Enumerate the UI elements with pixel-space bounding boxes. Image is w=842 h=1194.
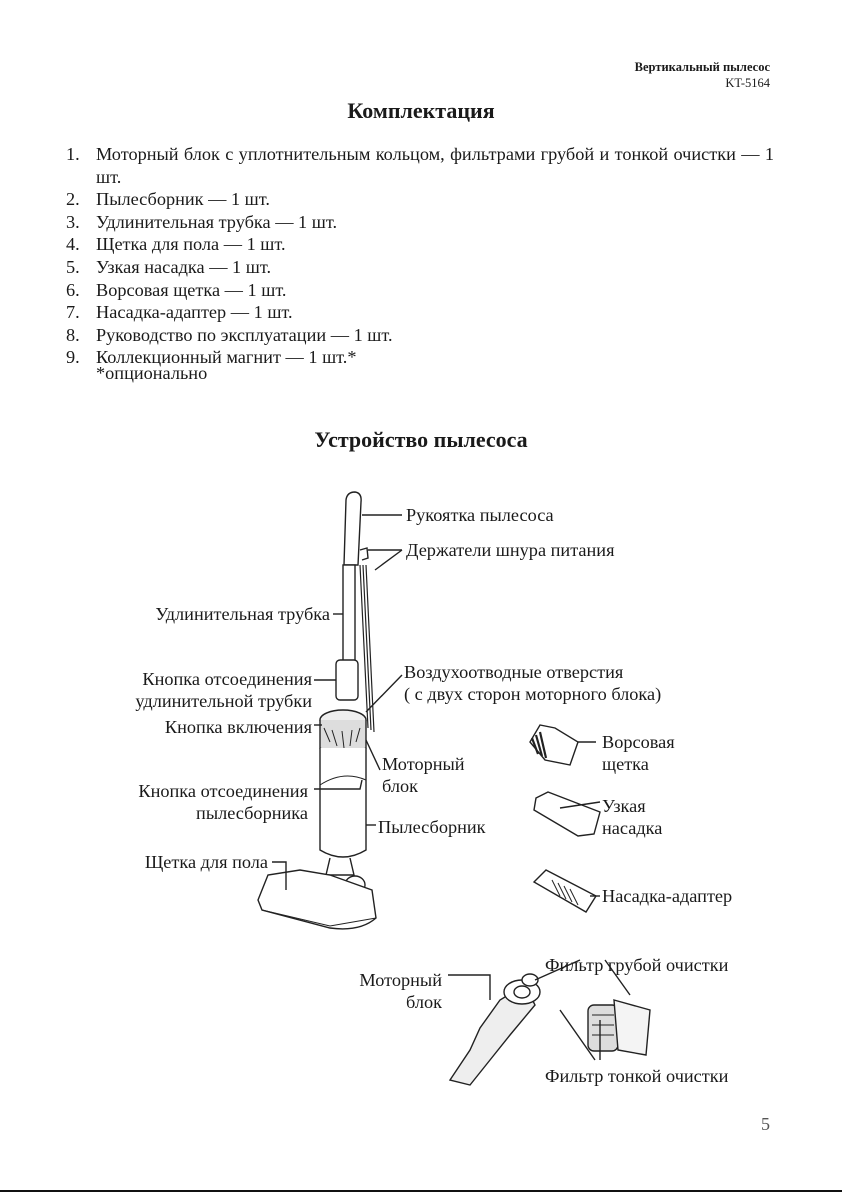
adapter-shape [532, 869, 597, 913]
list-item: 9.Коллекционный магнит — 1 шт.* [66, 347, 357, 368]
coarse-filter-shape [613, 999, 651, 1056]
seal-ring-shape [521, 973, 539, 987]
list-item: 5.Узкая насадка — 1 шт. [66, 256, 272, 277]
leader-floor-brush [272, 861, 287, 890]
list-item: 6.Ворсовая щетка — 1 шт. [66, 279, 287, 300]
label-cord-holders: Держатели шнура питания [406, 540, 615, 560]
handle-shape [343, 491, 362, 566]
label-dust-container: Пылесборник [378, 817, 486, 837]
cord-holder-top [359, 547, 369, 561]
label-dust-release-1: Кнопка отсоединения [138, 781, 308, 801]
label-tube-release-2: удлинительной трубки [135, 691, 312, 711]
label-power-button: Кнопка включения [164, 717, 312, 737]
label-crevice-1: Узкая [602, 796, 646, 816]
label-fine-filter: Фильтр тонкой очистки [545, 1066, 729, 1086]
list-item: 7.Насадка-адаптер — 1 шт. [66, 302, 293, 323]
label-bristle-brush-2: щетка [602, 754, 649, 774]
extension-tube-shape [342, 564, 356, 666]
leader-fine [559, 1009, 601, 1061]
label-dust-release-2: пылесборника [196, 803, 308, 823]
leader-coarse [534, 959, 631, 996]
page-number: 5 [761, 1114, 770, 1134]
dust-container-shape [319, 748, 367, 858]
label-air-outlets-1: Воздухоотводные отверстия [404, 662, 624, 682]
leader-dust-release [314, 779, 363, 790]
vacuum-diagram [257, 491, 651, 1086]
label-motor-block-b1: Моторный [359, 970, 442, 990]
label-tube-release-1: Кнопка отсоединения [142, 669, 312, 689]
header-model: KT-5164 [725, 76, 770, 90]
leader-air [365, 674, 403, 713]
header-product: Вертикальный пылесос [634, 60, 770, 74]
leader-motor [365, 739, 381, 771]
label-coarse-filter: Фильтр грубой очистки [545, 955, 729, 975]
bristle-brush-shape [529, 724, 579, 766]
label-handle: Рукоятка пылесоса [406, 505, 554, 525]
label-bristle-brush-1: Ворсовая [602, 732, 675, 752]
list-item: 3.Удлинительная трубка — 1 шт. [66, 211, 338, 232]
kit-list: 1.Моторный блок с уплотнительным кольцом… [66, 143, 774, 369]
label-motor-block-b2: блок [406, 992, 442, 1012]
optional-note: *опционально [96, 363, 208, 383]
list-item: 1.Моторный блок с уплотнительным кольцом… [66, 144, 774, 187]
tube-release-shape [335, 659, 359, 701]
leader-motor-b [448, 974, 491, 1000]
leader-cord [368, 549, 403, 571]
label-floor-brush: Щетка для пола [144, 852, 268, 872]
label-motor-block-1: Моторный [382, 754, 465, 774]
list-item: 2.Пылесборник — 1 шт. [66, 189, 270, 210]
floor-brush-shape [257, 869, 377, 930]
label-extension-tube: Удлинительная трубка [155, 604, 330, 624]
list-item: 4.Щетка для пола — 1 шт. [66, 234, 286, 255]
label-motor-block-2: блок [382, 776, 418, 796]
label-air-outlets-2: ( с двух сторон моторного блока) [404, 684, 662, 704]
label-crevice-2: насадка [602, 818, 663, 838]
crevice-nozzle-shape [533, 791, 601, 837]
bottom-rule [0, 1190, 842, 1192]
list-item: 8.Руководство по эксплуатации — 1 шт. [66, 324, 393, 345]
kit-title: Комплектация [347, 98, 495, 123]
fine-filter-shape [587, 1004, 619, 1052]
device-title: Устройство пылесоса [314, 427, 528, 452]
power-cord [359, 564, 375, 733]
label-adapter: Насадка-адаптер [602, 886, 733, 906]
